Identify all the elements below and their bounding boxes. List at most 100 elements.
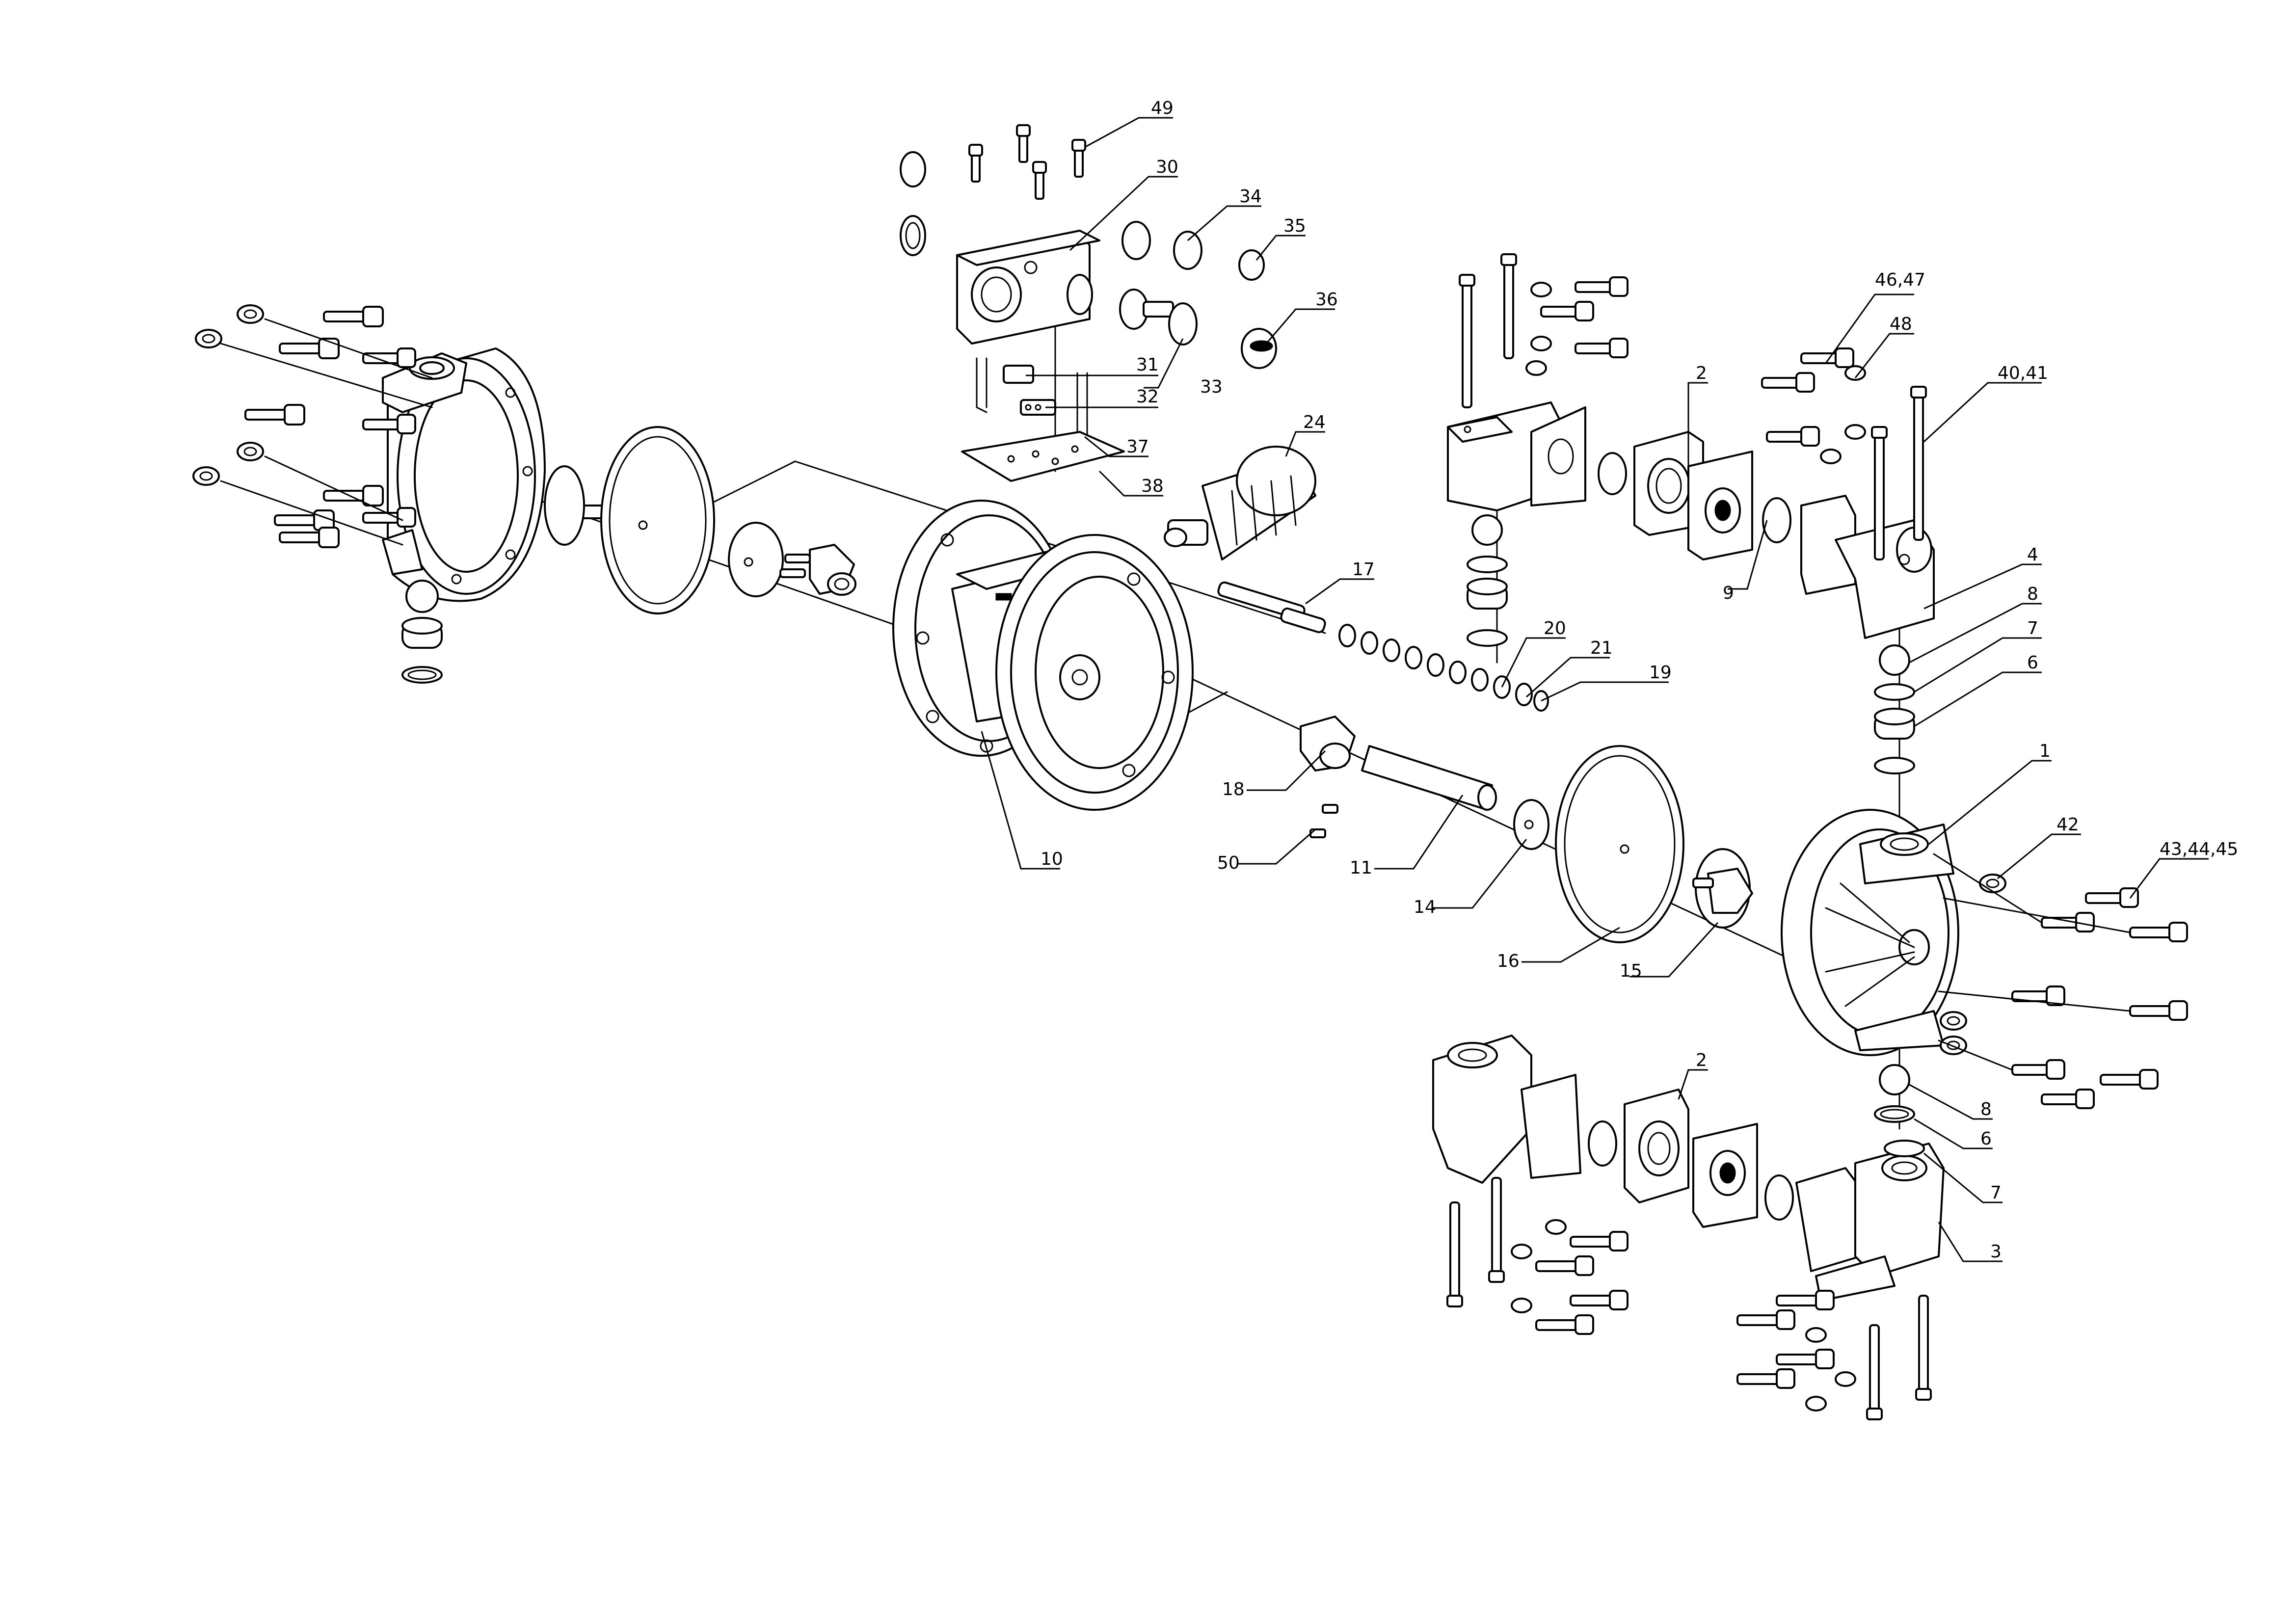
callout-6-top: 6: [2027, 653, 2038, 673]
callout-40-41: 40,41: [1998, 363, 2048, 383]
bolt-icon: [1540, 301, 1594, 321]
callout-2-top: 2: [1696, 363, 1707, 383]
air-valve: [900, 124, 1277, 482]
callout-7-bottom: 7: [1990, 1183, 2002, 1203]
callout-labels: 49 30 34 35 36 31 32 33 37 38 24 17 20 2…: [1041, 98, 2238, 1262]
bolt-icon: [1761, 372, 1815, 393]
callout-2-bottom: 2: [1696, 1050, 1707, 1070]
bolt-icon: [279, 338, 340, 359]
callout-17: 17: [1352, 559, 1375, 580]
callout-leaders: [981, 117, 2209, 1262]
callout-3: 3: [1990, 1242, 2002, 1262]
bolt-icon: [2041, 912, 2095, 932]
callout-20: 20: [1544, 618, 1566, 639]
nut-icon: [1511, 1244, 1532, 1259]
callout-31: 31: [1136, 355, 1159, 375]
nut-icon: [195, 329, 222, 348]
left-diaphragm-stack: [544, 426, 856, 614]
callout-33: 33: [1200, 377, 1223, 397]
left-cover-bolts: [192, 304, 433, 548]
nut-icon: [1844, 365, 1866, 381]
callout-49: 49: [1151, 98, 1174, 118]
nut-icon: [1525, 360, 1547, 376]
callout-10: 10: [1041, 849, 1063, 869]
nut-icon: [1805, 1396, 1827, 1411]
callout-43-44-45: 43,44,45: [2160, 839, 2238, 859]
bottom-manifold-flanges: [1624, 1089, 1794, 1228]
bolt-icon: [1766, 426, 1820, 447]
callout-30: 30: [1156, 157, 1178, 177]
bolt-icon: [279, 527, 340, 548]
nut-icon: [237, 304, 264, 324]
callout-7-top: 7: [2027, 618, 2038, 639]
callout-11: 11: [1350, 858, 1372, 878]
bolt-icon: [1736, 1368, 1795, 1389]
bolt-icon: [2011, 985, 2065, 1006]
nut-icon: [1545, 1219, 1567, 1235]
callout-42: 42: [2056, 815, 2079, 835]
callout-37: 37: [1126, 437, 1149, 457]
left-fluid-cover: [382, 347, 546, 684]
nut-icon: [1820, 449, 1842, 464]
screw-icon: [1016, 124, 1031, 163]
right-fluid-cover: [1781, 809, 1959, 1056]
callout-19: 19: [1649, 663, 1672, 683]
nut-icon: [1530, 282, 1552, 297]
bolt-icon: [362, 414, 416, 434]
callout-9: 9: [1723, 583, 1734, 603]
callout-48: 48: [1890, 314, 1912, 334]
screw-icon: [1071, 139, 1086, 178]
nut-icon: [1844, 424, 1866, 440]
nut-icon: [1805, 1327, 1827, 1343]
bolt-icon: [1776, 1290, 1835, 1310]
callout-38: 38: [1141, 476, 1164, 496]
callout-8-top: 8: [2027, 584, 2038, 604]
callout-4: 4: [2027, 545, 2038, 565]
callout-6-bottom: 6: [1980, 1129, 1992, 1149]
callout-36: 36: [1315, 290, 1338, 310]
nut-icon: [1835, 1371, 1856, 1387]
nut-icon: [192, 466, 220, 486]
center-section: [892, 500, 1194, 811]
nut-icon: [1940, 1011, 1967, 1031]
callout-35: 35: [1283, 216, 1306, 236]
callout-1: 1: [2039, 741, 2051, 761]
callout-14: 14: [1414, 897, 1436, 917]
bolt-icon: [1535, 1255, 1594, 1276]
bolt-icon: [323, 485, 384, 506]
callout-8-bottom: 8: [1980, 1099, 1992, 1119]
right-cover-bolts: [1933, 853, 2188, 1109]
bolt-icon: [1776, 1349, 1835, 1369]
bolt-icon: [1800, 347, 1854, 368]
bolt-icon: [1535, 1314, 1594, 1335]
callout-18: 18: [1222, 779, 1245, 799]
bolt-icon: [1570, 1290, 1629, 1310]
callout-50: 50: [1217, 853, 1240, 873]
top-manifold-left-elbow: [1447, 253, 1629, 647]
nut-icon: [237, 442, 264, 461]
callout-46-47: 46,47: [1875, 270, 1925, 290]
bolt-icon: [1570, 1231, 1629, 1251]
bottom-manifold-left-elbow: [1432, 1035, 1629, 1335]
callout-32: 32: [1136, 387, 1159, 407]
bolt-icon: [323, 306, 384, 327]
nut-icon: [1530, 336, 1552, 351]
bolt-icon: [1575, 338, 1629, 358]
callout-16: 16: [1497, 951, 1520, 971]
bolt-icon: [2100, 1069, 2159, 1090]
bolt-icon: [2041, 1089, 2095, 1109]
nut-icon: [1979, 874, 2006, 893]
nut-icon: [1511, 1298, 1532, 1313]
muffler: [1164, 446, 1316, 560]
bolt-icon: [2129, 1000, 2188, 1021]
top-manifold-flanges: [1598, 431, 1791, 560]
bolt-icon: [1736, 1309, 1795, 1330]
seal-ring-icon: [1338, 624, 1549, 712]
bottom-manifold-right-elbow: [1736, 1064, 1945, 1420]
bolt-icon: [2129, 922, 2188, 942]
bolt-icon: [244, 404, 305, 426]
callout-21: 21: [1590, 638, 1613, 658]
callout-34: 34: [1239, 186, 1262, 207]
